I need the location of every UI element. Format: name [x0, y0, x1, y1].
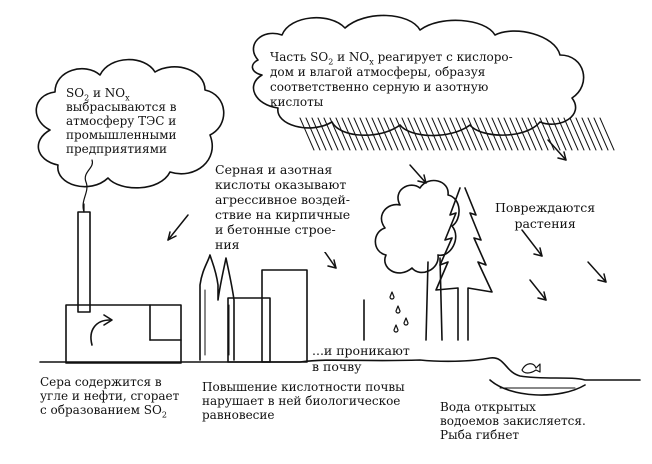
rain-streak	[570, 118, 584, 150]
factory-chimney	[78, 212, 90, 312]
rain-streak	[576, 118, 590, 150]
rain-streak	[360, 118, 374, 150]
rain-streak	[396, 118, 410, 150]
acids-buildings-line: кислоты оказывают	[215, 177, 350, 192]
factory-building	[66, 305, 181, 363]
rain-streak	[468, 118, 482, 150]
rain-streak	[306, 118, 320, 150]
rain-streak	[456, 118, 470, 150]
soil-acidity-line: нарушает в ней биологическое	[202, 394, 405, 408]
soil-penetration-line: в почву	[312, 359, 410, 375]
cloud-right-line: соответственно серную и азотную	[270, 80, 513, 95]
acids-buildings-line: ствие на кирпичные	[215, 207, 350, 222]
rain-streak	[558, 118, 572, 150]
conifer-tree	[436, 188, 492, 340]
rain-streak	[300, 118, 314, 150]
deciduous-tree	[375, 181, 459, 273]
acid-drops	[390, 292, 408, 332]
cloud-left-line: промышленными	[66, 128, 177, 142]
rain-streak	[384, 118, 398, 150]
rain-streak	[522, 118, 536, 150]
acid-rain-hatching	[300, 118, 614, 150]
acids-buildings-line: и бетонные строе-	[215, 222, 350, 237]
rain-streak	[426, 118, 440, 150]
cloud-right-line: кислоты	[270, 95, 513, 110]
cloud-right-line: Часть SO2 и NOx реагирует с кислоро-	[270, 50, 513, 65]
rain-streak	[588, 118, 602, 150]
rain-streak	[600, 118, 614, 150]
rain-streak	[462, 118, 476, 150]
rain-streak	[390, 118, 404, 150]
water-line: водоемов закисляется.	[440, 414, 586, 428]
rain-streak	[594, 118, 608, 150]
dead-fish-icon	[522, 364, 540, 373]
cloud-left-line: предприятиями	[66, 142, 177, 156]
soil-acidity-line: Повышение кислотности почвы	[202, 380, 405, 394]
water-line: Вода открытых	[440, 400, 586, 414]
acids-buildings-line: агрессивное воздей-	[215, 192, 350, 207]
cloud-left-line: выбрасываются в	[66, 100, 177, 114]
rain-streak	[402, 118, 416, 150]
plants-line: растения	[495, 216, 595, 232]
acids-buildings-line: ния	[215, 237, 350, 252]
apartment-building	[262, 270, 307, 362]
plants-line: Повреждаются	[495, 200, 595, 216]
cloud-left-line: SO2 и NOx	[66, 86, 177, 100]
sulfur-line: угле и нефти, сгорает	[40, 389, 179, 403]
sulfur-line: с образованием SO2	[40, 403, 179, 417]
rain-streak	[564, 118, 578, 150]
rain-streak	[312, 118, 326, 150]
water-line: Рыба гибнет	[440, 428, 586, 442]
soil-acidity-line: равновесие	[202, 408, 405, 422]
cloud-left-line: атмосферу ТЭС и	[66, 114, 177, 128]
rain-streak	[432, 118, 446, 150]
rain-streak	[330, 118, 344, 150]
acids-buildings-line: Серная и азотная	[215, 162, 350, 177]
cloud-right-line: дом и влагой атмосферы, образуя	[270, 65, 513, 80]
rain-streak	[336, 118, 350, 150]
rain-streak	[582, 118, 596, 150]
sulfur-line: Сера содержится в	[40, 375, 179, 389]
cloud-right-text: Часть SO2 и NOx реагирует с кислоро-дом …	[270, 50, 513, 110]
soil-penetration-line: ...и проникают	[312, 343, 410, 359]
